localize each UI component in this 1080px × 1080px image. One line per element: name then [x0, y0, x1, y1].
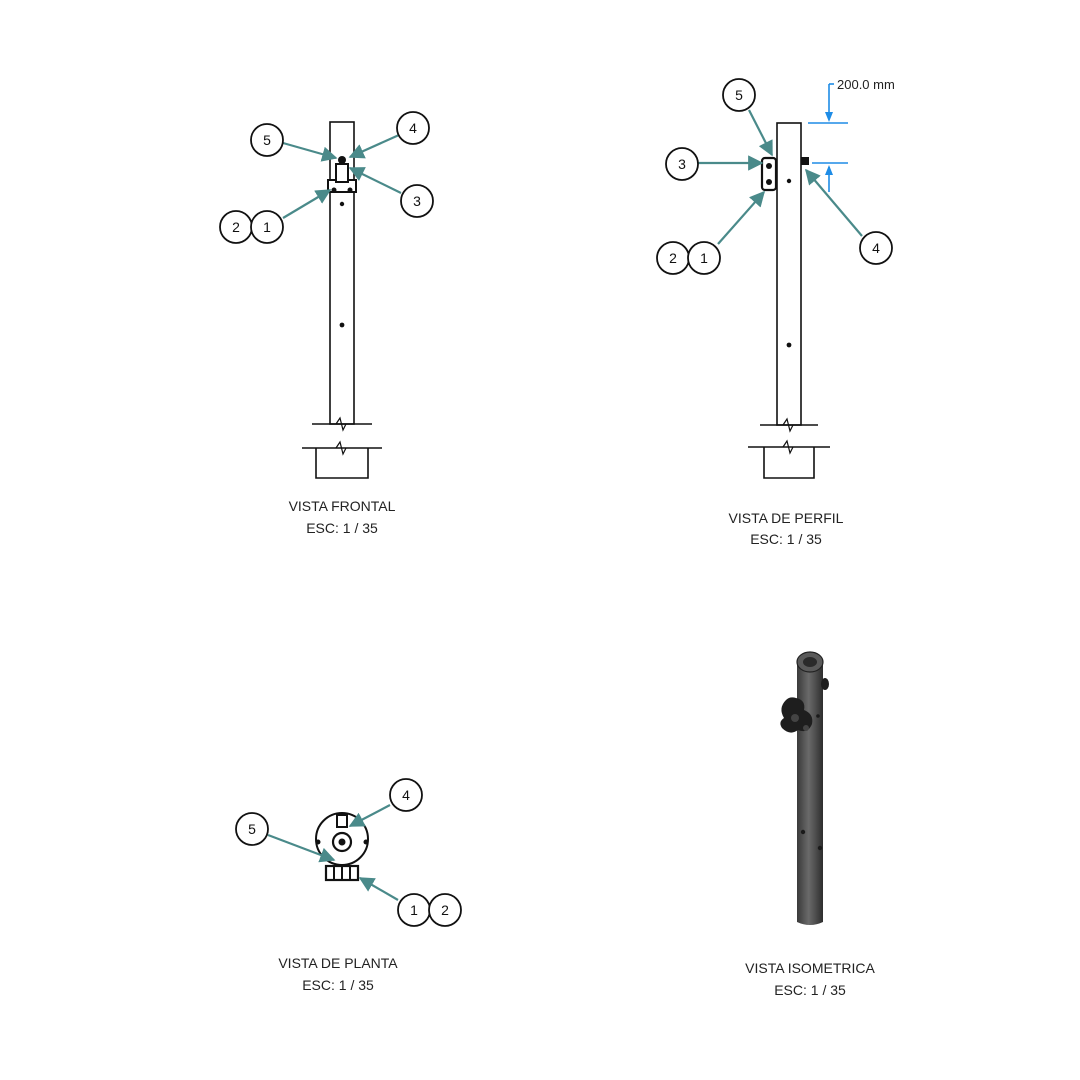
isometric-view-title: VISTA ISOMETRICA — [745, 960, 875, 976]
balloon-side-3[interactable]: 3 — [665, 147, 699, 181]
balloon-plan-2[interactable]: 2 — [428, 893, 462, 927]
svg-text:1: 1 — [263, 219, 271, 235]
balloon-side-4[interactable]: 4 — [859, 231, 893, 265]
balloon-plan-1[interactable]: 1 — [397, 893, 431, 927]
plan-view-scale: ESC: 1 / 35 — [302, 977, 374, 993]
svg-text:2: 2 — [441, 902, 449, 918]
svg-text:1: 1 — [410, 902, 418, 918]
svg-text:4: 4 — [872, 240, 880, 256]
svg-text:2: 2 — [232, 219, 240, 235]
balloon-front-4[interactable]: 4 — [396, 111, 430, 145]
svg-text:2: 2 — [669, 250, 677, 266]
side-view-hardware — [760, 156, 809, 192]
isometric-pole — [796, 651, 824, 925]
balloon-front-2[interactable]: 2 — [219, 210, 253, 244]
side-view-pole — [748, 122, 830, 479]
side-view: 200.0 mm 5 3 2 1 4 VISTA DE PERFIL — [656, 77, 895, 547]
balloon-front-1[interactable]: 1 — [250, 210, 284, 244]
svg-text:4: 4 — [409, 120, 417, 136]
front-view-scale: ESC: 1 / 35 — [306, 520, 378, 536]
dimension-200mm: 200.0 mm — [808, 77, 895, 192]
front-view-leaders — [282, 133, 402, 219]
svg-text:5: 5 — [263, 132, 271, 148]
plan-view-hardware — [324, 864, 360, 882]
dimension-label: 200.0 mm — [837, 77, 895, 92]
balloon-plan-5[interactable]: 5 — [235, 812, 269, 846]
balloon-side-1[interactable]: 1 — [687, 241, 721, 275]
plan-view-title: VISTA DE PLANTA — [278, 955, 398, 971]
front-view: 5 4 3 2 1 VISTA FRONTAL ESC: 1 / 35 — [219, 111, 434, 536]
isometric-view-scale: ESC: 1 / 35 — [774, 982, 846, 998]
side-view-title: VISTA DE PERFIL — [729, 510, 844, 526]
svg-text:3: 3 — [678, 156, 686, 172]
isometric-hardware — [780, 678, 829, 851]
side-view-leaders — [698, 109, 863, 245]
svg-text:1: 1 — [700, 250, 708, 266]
plan-view: 4 5 1 2 VISTA DE PLANTA ESC: 1 / 35 — [235, 778, 462, 993]
balloon-front-5[interactable]: 5 — [250, 123, 284, 157]
balloon-front-3[interactable]: 3 — [400, 184, 434, 218]
svg-text:4: 4 — [402, 787, 410, 803]
front-view-title: VISTA FRONTAL — [289, 498, 396, 514]
balloon-plan-4[interactable]: 4 — [389, 778, 423, 812]
plan-view-leaders — [267, 804, 399, 901]
front-view-pole — [302, 121, 382, 479]
svg-text:3: 3 — [413, 193, 421, 209]
svg-text:5: 5 — [735, 87, 743, 103]
isometric-view: VISTA ISOMETRICA ESC: 1 / 35 — [745, 651, 875, 998]
side-view-scale: ESC: 1 / 35 — [750, 531, 822, 547]
balloon-side-2[interactable]: 2 — [656, 241, 690, 275]
balloon-side-5[interactable]: 5 — [722, 78, 756, 112]
svg-text:5: 5 — [248, 821, 256, 837]
front-view-hardware — [327, 156, 357, 193]
